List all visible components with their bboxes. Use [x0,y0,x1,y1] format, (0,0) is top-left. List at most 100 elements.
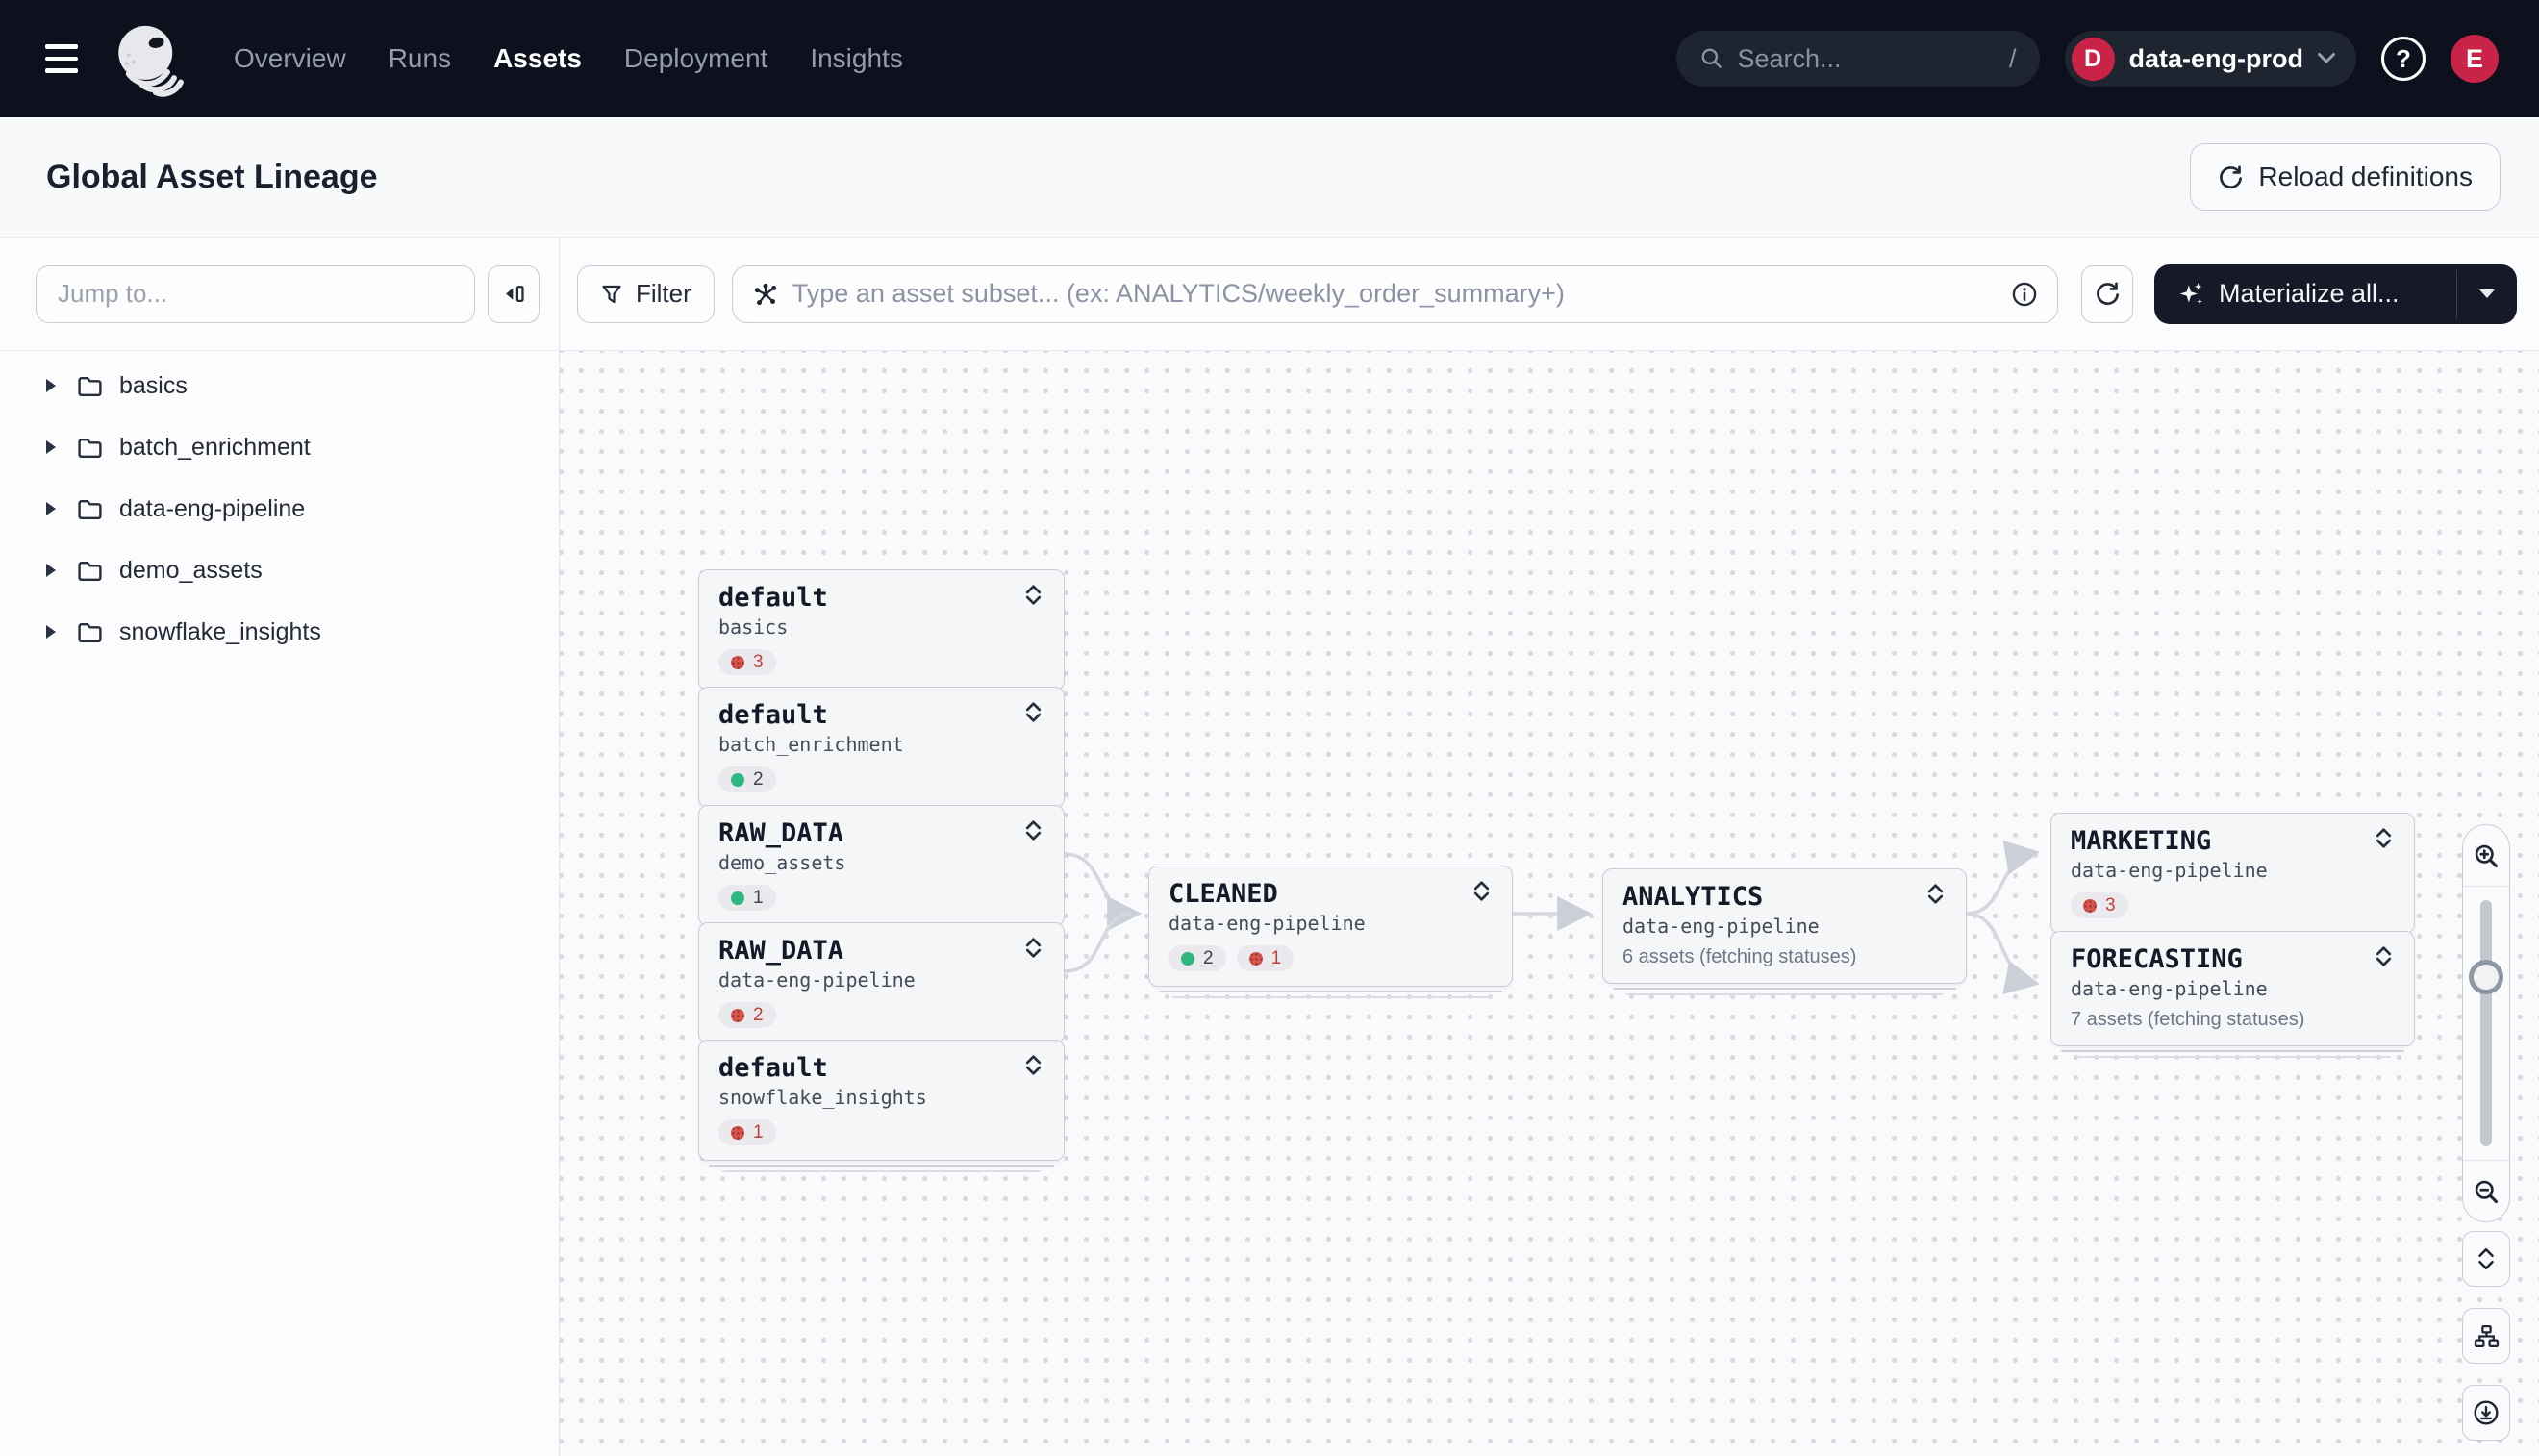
jump-to-input[interactable] [36,264,475,323]
expand-node-icon[interactable] [2373,944,2395,968]
node-title: RAW_DATA [718,818,844,848]
node-status-text: 7 assets (fetching statuses) [2071,1009,2305,1030]
nav-assets[interactable]: Assets [493,43,582,73]
filter-label: Filter [636,279,691,308]
folder-icon [78,438,102,458]
sidebar-folder-batch-enrichment[interactable]: batch_enrichment [0,416,559,478]
filter-button[interactable]: Filter [577,264,715,323]
asset-groups-sidebar: basics batch_enrichment data-eng-pipelin… [0,238,560,1456]
asset-group-node-rawdata-demo-assets[interactable]: RAW_DATA demo_assets 1 [698,805,1065,938]
expand-node-icon[interactable] [1022,700,1044,724]
menu-icon[interactable] [45,44,78,73]
folder-label: demo_assets [119,556,263,584]
sidebar-folder-demo-assets[interactable]: demo_assets [0,540,559,601]
collapse-sidebar-button[interactable] [488,264,540,323]
asset-group-node-analytics[interactable]: ANALYTICS data-eng-pipeline 6 assets (fe… [1602,868,1967,995]
expand-node-icon[interactable] [1022,1053,1044,1077]
sidebar-folder-basics[interactable]: basics [0,355,559,416]
status-badge: 1 [1236,945,1295,971]
expand-node-icon[interactable] [1471,879,1493,903]
help-button[interactable]: ? [2381,37,2426,81]
status-badge: 3 [718,649,776,675]
zoom-in-icon [2475,844,2499,867]
graph-toolbar: Filter [560,238,2539,351]
deployment-switcher[interactable]: D data-eng-prod [2064,31,2356,87]
info-icon[interactable] [2011,281,2038,308]
caret-right-icon[interactable] [46,564,56,577]
folder-icon [78,499,102,519]
download-image-button[interactable] [2462,1385,2510,1441]
edge-analytics-to-marketing [1966,841,2041,916]
caret-right-icon[interactable] [46,440,56,454]
expand-node-icon[interactable] [1924,882,1947,906]
node-title: ANALYTICS [1622,882,1764,912]
edge-demo-assets-to-cleaned [1064,852,1143,931]
edge-raw-data-to-cleaned [1064,912,1132,973]
sidebar-folder-snowflake-insights[interactable]: snowflake_insights [0,601,559,663]
user-avatar[interactable]: E [2451,35,2499,83]
page-header: Global Asset Lineage Reload definitions [0,117,2539,238]
asset-group-node-default-snowflake-insights[interactable]: default snowflake_insights 1 [698,1040,1065,1172]
nav-insights[interactable]: Insights [810,43,903,73]
asset-subset-input[interactable] [792,279,1998,309]
node-subtitle: batch_enrichment [718,733,904,756]
node-subtitle: data-eng-pipeline [718,968,916,992]
nav-runs[interactable]: Runs [388,43,452,73]
reload-definitions-button[interactable]: Reload definitions [2190,143,2501,211]
node-subtitle: basics [718,615,789,639]
asset-group-node-default-basics[interactable]: default basics 3 [698,569,1065,702]
status-badge: 3 [2071,892,2128,918]
sidebar-folder-data-eng-pipeline[interactable]: data-eng-pipeline [0,478,559,540]
expand-node-icon[interactable] [2373,826,2395,850]
asset-group-tree: basics batch_enrichment data-eng-pipelin… [0,351,559,663]
asset-group-node-marketing[interactable]: MARKETING data-eng-pipeline 3 [2050,813,2415,945]
asset-group-node-rawdata-data-eng-pipeline[interactable]: RAW_DATA data-eng-pipeline 2 [698,922,1065,1055]
search-input[interactable]: Search... / [1675,31,2040,87]
expand-node-icon[interactable] [1022,583,1044,607]
zoom-out-button[interactable] [2463,1160,2509,1221]
node-subtitle: data-eng-pipeline [2071,859,2268,882]
zoom-slider-handle[interactable] [2469,960,2503,994]
refresh-icon [2220,164,2243,188]
dagster-logo[interactable] [107,18,188,99]
node-title: CLEANED [1169,879,1278,909]
materialize-options-dropdown[interactable] [2457,264,2517,324]
asset-group-node-forecasting[interactable]: FORECASTING data-eng-pipeline 7 assets (… [2050,931,2415,1058]
node-subtitle: snowflake_insights [718,1086,927,1109]
lineage-canvas[interactable]: default basics 3 default batch_enrichmen… [560,351,2539,1456]
caret-right-icon[interactable] [46,502,56,515]
nav-overview[interactable]: Overview [234,43,346,73]
top-nav: Overview Runs Assets Deployment Insights… [0,0,2539,117]
caret-right-icon[interactable] [46,379,56,392]
asset-group-node-default-batch-enrichment[interactable]: default batch_enrichment 2 [698,687,1065,819]
refresh-graph-button[interactable] [2081,264,2133,323]
node-title: MARKETING [2071,826,2212,856]
dagster-logo-icon [118,25,184,97]
status-badge: 2 [718,766,776,792]
success-dot-icon [731,772,744,787]
search-icon [1701,48,1722,68]
caret-right-icon[interactable] [46,625,56,639]
error-dot-icon [1248,951,1263,966]
node-status-text: 6 assets (fetching statuses) [1622,946,1857,967]
expand-collapse-all-button[interactable] [2462,1231,2510,1287]
nav-deployment[interactable]: Deployment [623,43,768,73]
content: basics batch_enrichment data-eng-pipelin… [0,238,2539,1456]
page-title: Global Asset Lineage [46,158,378,195]
folder-label: snowflake_insights [119,617,321,645]
zoom-in-button[interactable] [2463,825,2509,887]
materialize-all-button[interactable]: Materialize all... [2154,264,2456,324]
relayout-icon [2474,1324,2499,1347]
materialize-all-split-button: Materialize all... [2154,264,2517,324]
refresh-icon [2096,282,2119,306]
search-placeholder: Search... [1737,43,1842,73]
expand-node-icon[interactable] [1022,818,1044,842]
expand-node-icon[interactable] [1022,936,1044,960]
node-title: RAW_DATA [718,936,844,966]
node-subtitle: data-eng-pipeline [1622,915,1820,938]
relayout-button[interactable] [2462,1308,2510,1364]
zoom-slider [2463,887,2509,1160]
asset-group-node-cleaned[interactable]: CLEANED data-eng-pipeline 2 1 [1148,866,1513,998]
error-dot-icon [2083,898,2097,913]
zoom-slider-track[interactable] [2480,900,2492,1146]
